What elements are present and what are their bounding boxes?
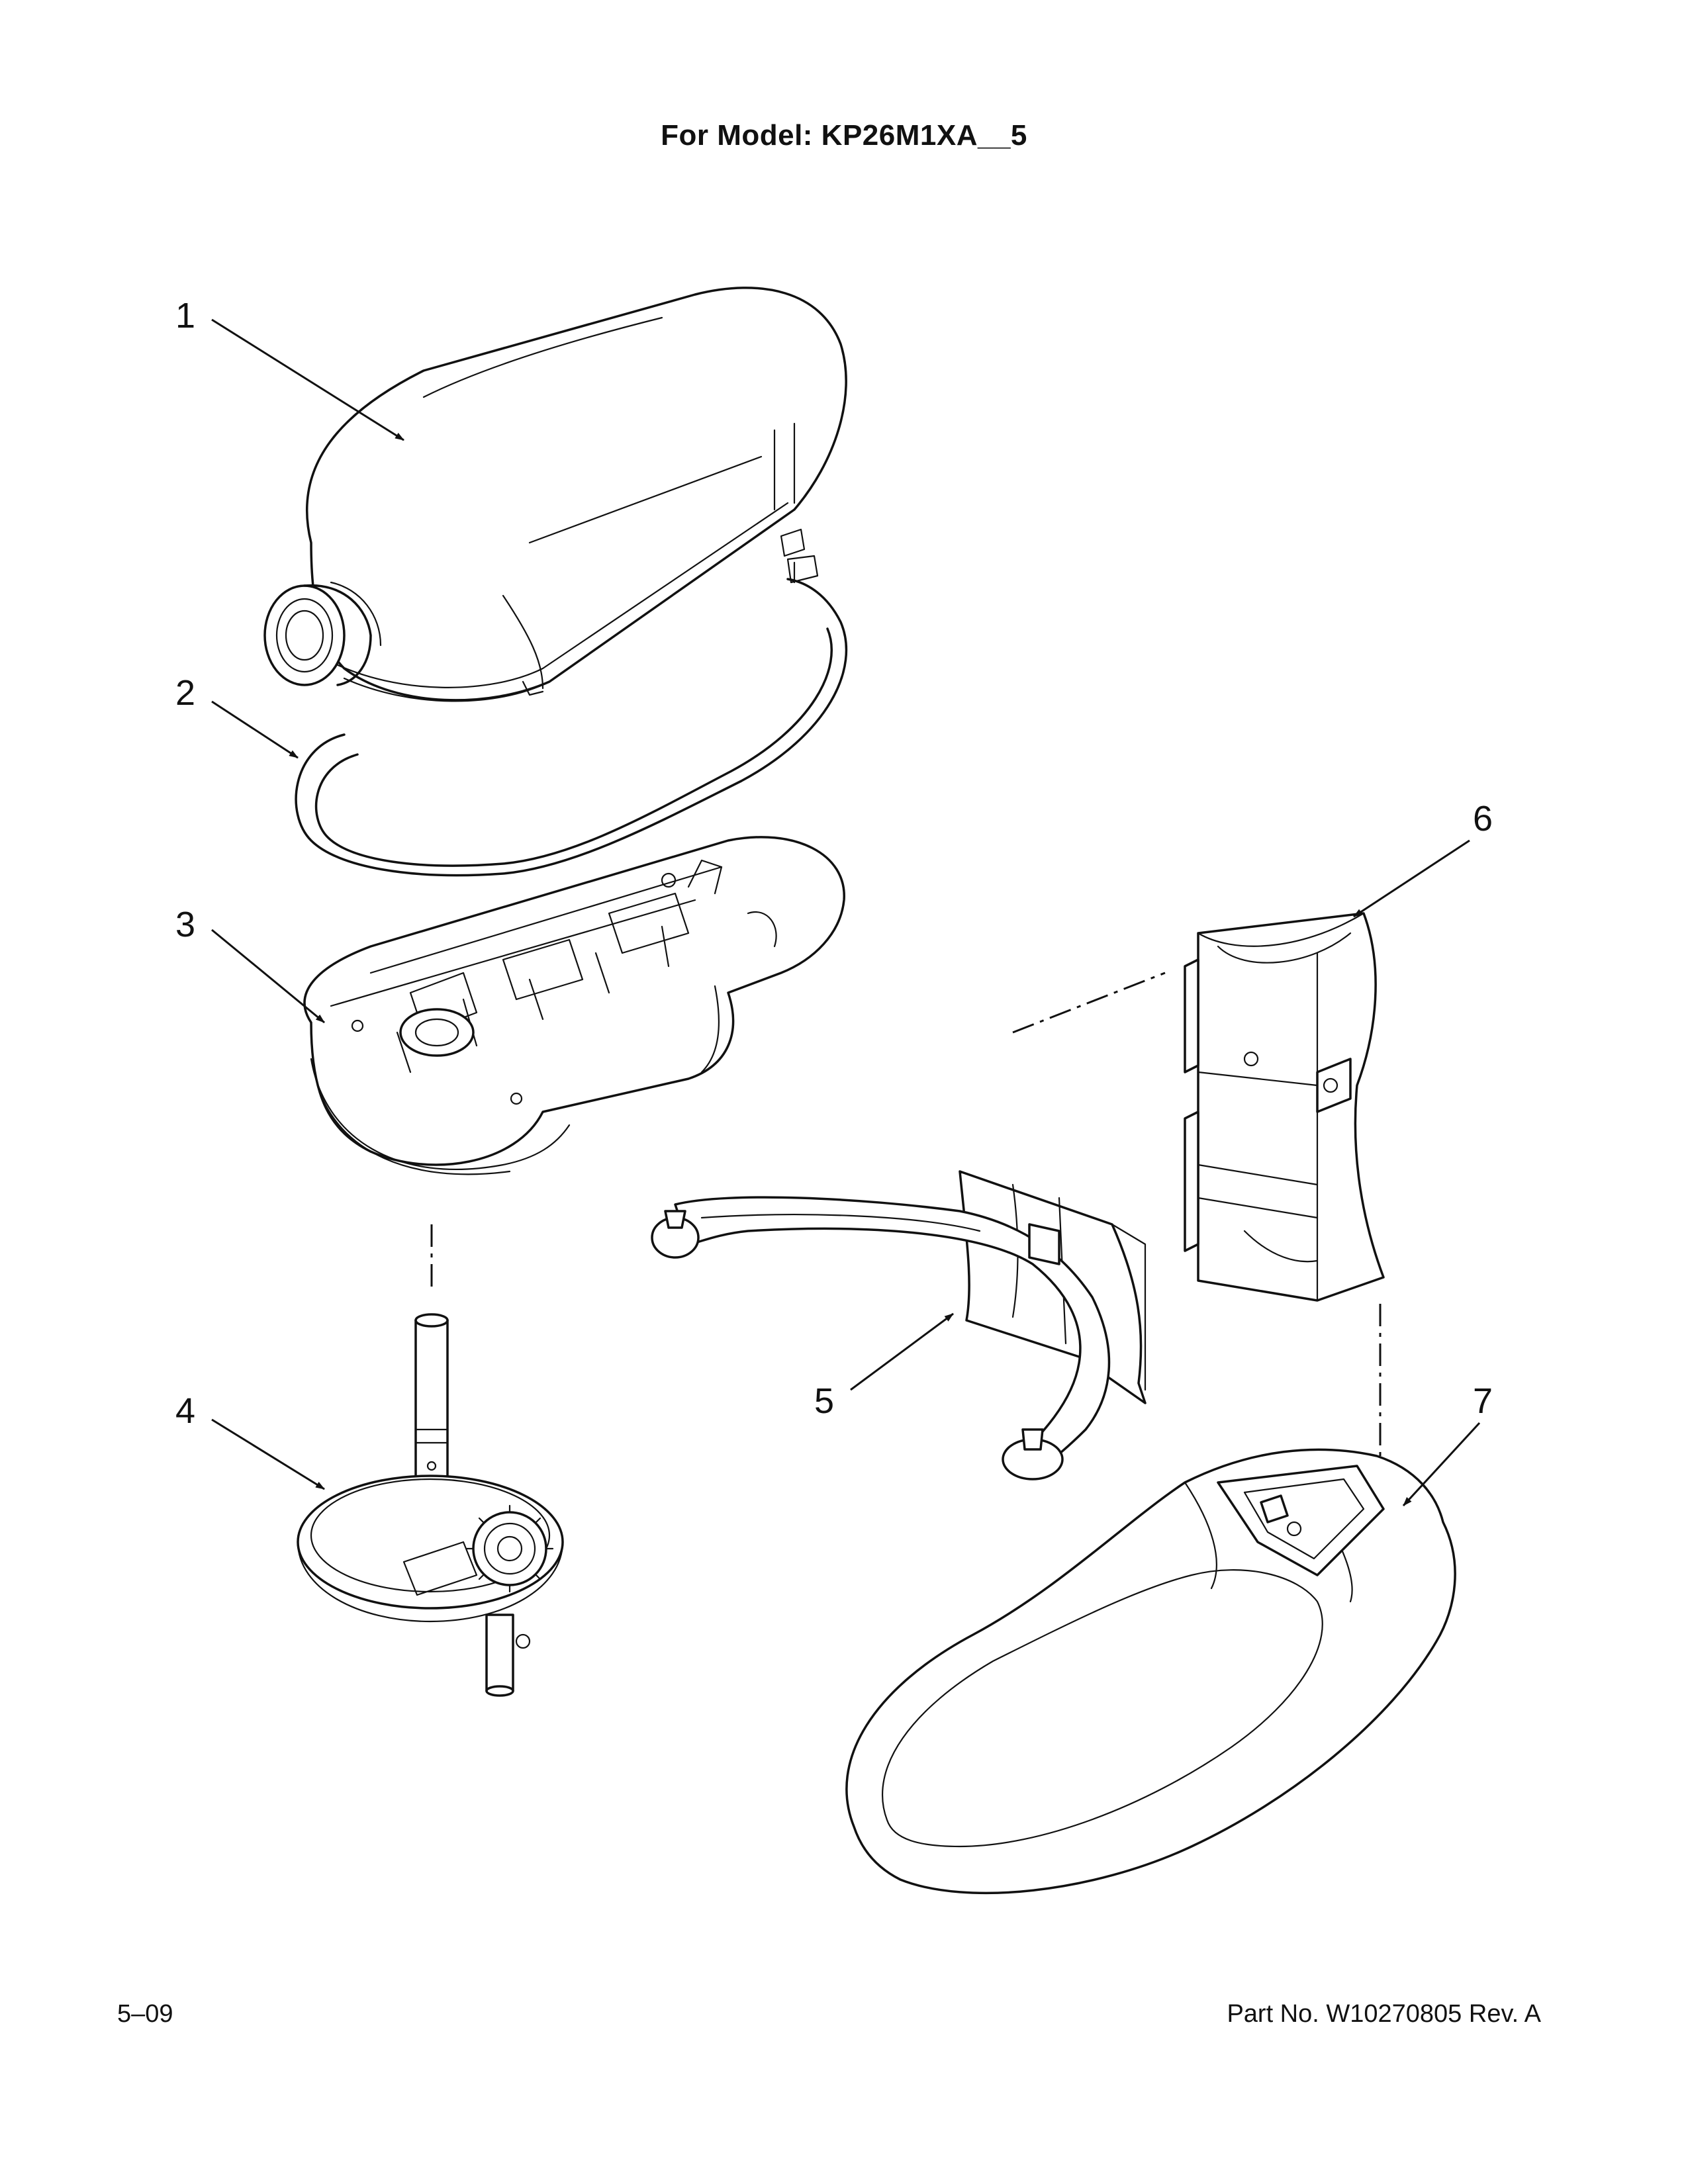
- callout-label: 3: [175, 905, 195, 944]
- leader-arrow: [850, 1312, 954, 1391]
- part-4-planetary-assembly: [297, 1313, 564, 1697]
- leader-arrow: [211, 700, 299, 759]
- part-7-base: [845, 1448, 1456, 1895]
- callout-5: 5: [814, 1312, 954, 1421]
- leader-arrow: [211, 929, 325, 1024]
- callout-3: 3: [175, 905, 325, 1024]
- callout-7: 7: [1402, 1381, 1493, 1507]
- callout-label: 4: [175, 1391, 195, 1431]
- callout-4: 4: [175, 1391, 325, 1490]
- part-1-motor-housing: [263, 287, 847, 702]
- part-3-gear-housing: [303, 836, 845, 1175]
- alignment-line-5-6: [1012, 972, 1166, 1034]
- callout-1: 1: [175, 296, 404, 441]
- page-title: For Model: KP26M1XA__5: [661, 119, 1027, 152]
- callout-label: 5: [814, 1381, 834, 1421]
- leader-arrow: [211, 318, 404, 441]
- part-number: Part No. W10270805 Rev. A: [1227, 2000, 1541, 2028]
- date-code: 5–09: [117, 2000, 173, 2028]
- leader-arrow: [1402, 1422, 1481, 1507]
- part-5-bowl-support: [651, 1170, 1147, 1480]
- callout-2: 2: [175, 673, 299, 759]
- callout-label: 2: [175, 673, 195, 713]
- leader-arrow: [211, 1418, 325, 1490]
- callout-label: 7: [1473, 1381, 1493, 1421]
- part-2-band: [295, 555, 848, 877]
- callout-6: 6: [1353, 799, 1493, 918]
- callout-label: 1: [175, 296, 195, 336]
- callout-label: 6: [1473, 799, 1493, 839]
- leader-arrow: [1353, 839, 1470, 918]
- part-6-pedestal: [1184, 912, 1385, 1302]
